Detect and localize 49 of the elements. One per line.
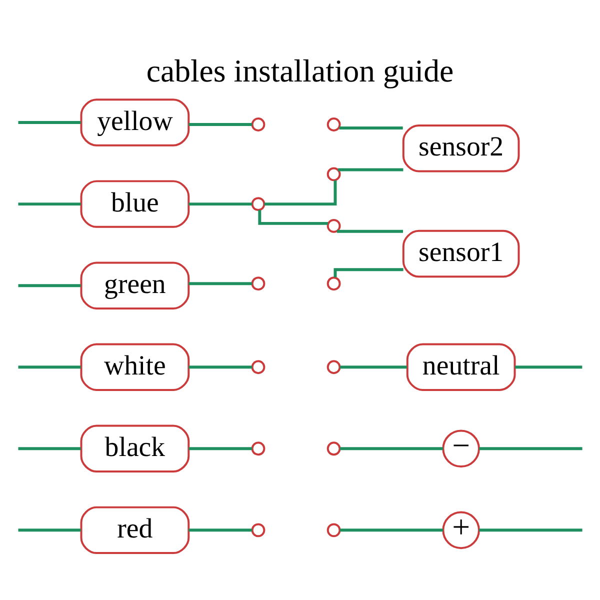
diagram-title: cables installation guide (146, 52, 454, 88)
node-circle (326, 522, 341, 537)
node-box: yellow (80, 98, 190, 146)
node-circle (326, 276, 341, 290)
connector (339, 126, 403, 129)
connector (18, 365, 81, 368)
connector (336, 229, 403, 232)
connector (188, 528, 252, 532)
connector (479, 446, 582, 450)
connector (18, 202, 81, 206)
connector (18, 284, 81, 287)
node-circle (326, 117, 341, 131)
connector (479, 528, 582, 532)
node-circle (326, 218, 341, 232)
node-circle: + (442, 510, 480, 549)
connector (188, 446, 252, 450)
node-box: green (80, 261, 190, 309)
connector (258, 210, 328, 224)
node-circle (251, 276, 266, 290)
connector (340, 528, 443, 532)
node-circle (251, 360, 266, 374)
connector (338, 168, 404, 171)
connector (188, 365, 252, 368)
node-box: black (80, 424, 190, 472)
connector (18, 446, 81, 450)
node-circle (251, 441, 266, 456)
node-box: white (80, 342, 190, 390)
node-box: sensor2 (402, 124, 520, 172)
node-circle (251, 196, 266, 211)
connector (264, 180, 337, 206)
node-box: sensor1 (402, 229, 520, 278)
connector (334, 268, 404, 277)
node-box: blue (80, 180, 190, 228)
node-circle (326, 166, 341, 181)
connector (188, 282, 252, 285)
node-circle (251, 522, 266, 537)
node-box: red (80, 506, 190, 554)
connector (18, 120, 81, 124)
node-box: neutral (406, 342, 516, 390)
connector (340, 446, 443, 450)
node-circle: − (442, 429, 480, 468)
node-circle (326, 360, 341, 374)
connector (188, 122, 252, 126)
connector (340, 365, 407, 368)
connector (18, 528, 81, 532)
connector (188, 202, 252, 206)
connector (514, 365, 582, 368)
node-circle (326, 441, 341, 456)
node-circle (251, 117, 266, 131)
